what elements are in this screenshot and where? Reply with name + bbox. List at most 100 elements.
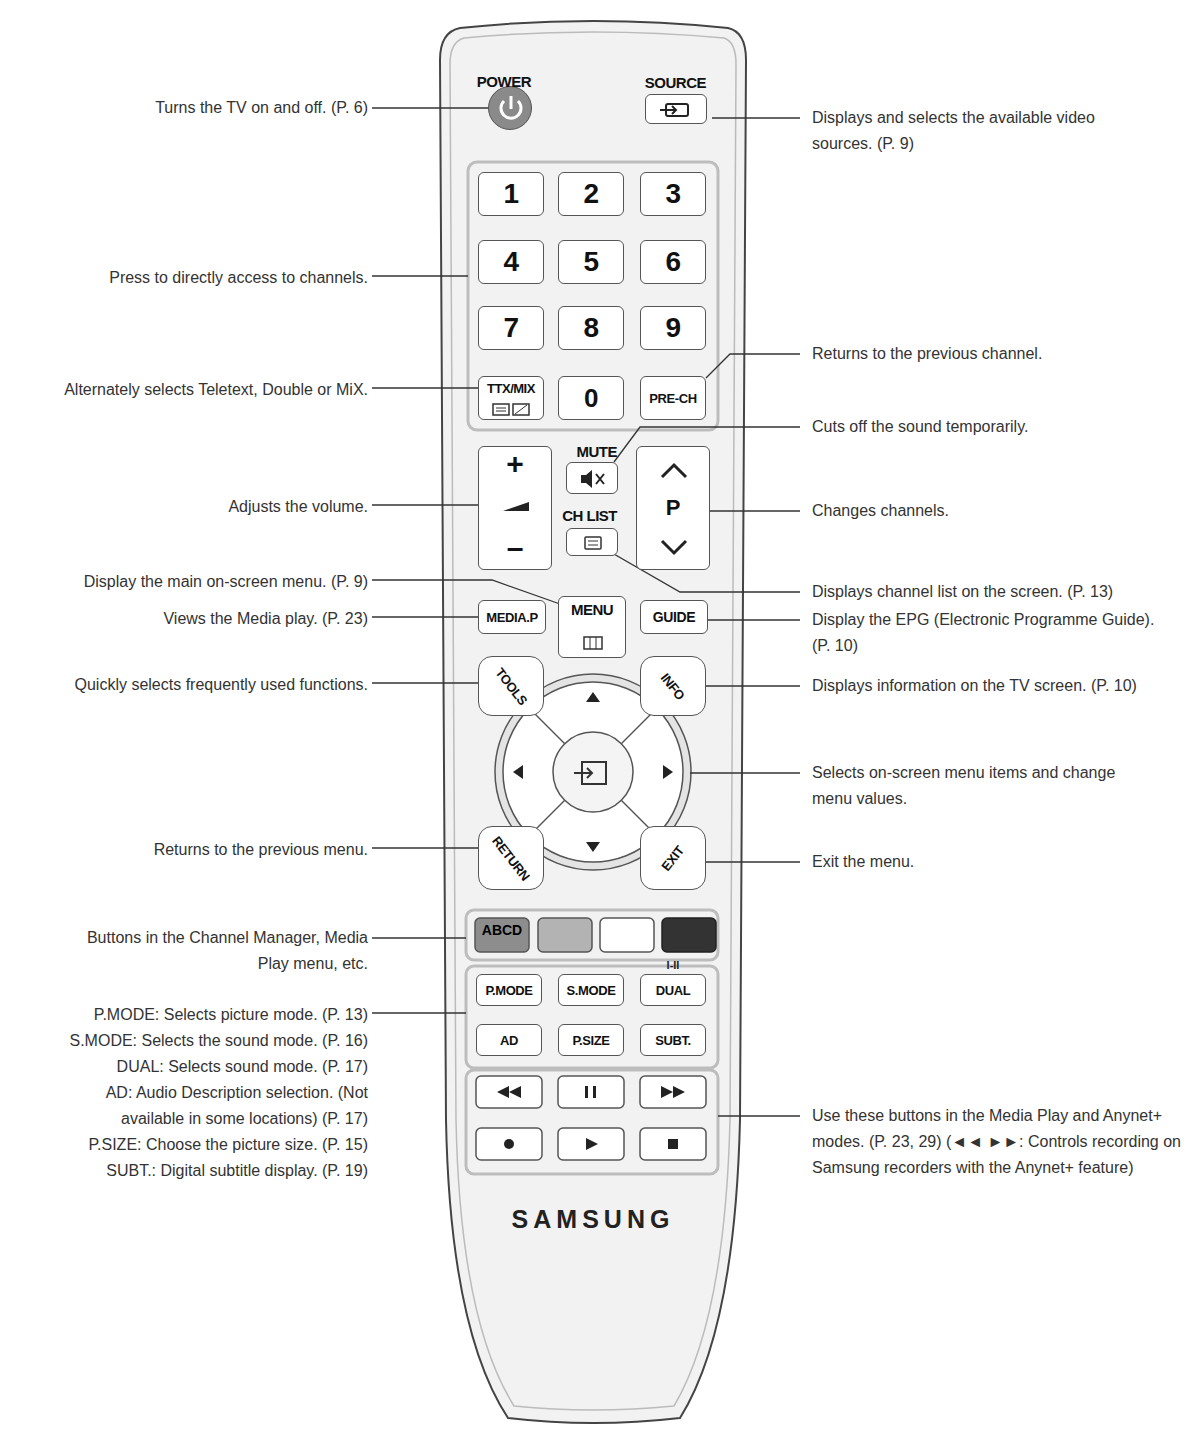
callout-text: Returns to the previous channel.	[812, 341, 1187, 367]
button-label: MENU	[571, 601, 613, 618]
button-marking: I-II	[640, 958, 706, 972]
remote-button: S.MODE	[558, 974, 624, 1006]
remote-button: TOOLS	[478, 656, 544, 716]
button-label: EXIT	[659, 843, 688, 874]
remote-button: P	[636, 446, 710, 570]
callout-text: Displays information on the TV screen. (…	[812, 673, 1190, 699]
button-label: 9	[665, 312, 680, 344]
media-buttons	[476, 1076, 706, 1160]
button-label: PRE-CH	[649, 391, 696, 406]
callout-text: SUBT.: Digital subtitle display. (P. 19)	[8, 1158, 368, 1184]
remote-button: MENU	[558, 596, 626, 658]
button-label: RETURN	[489, 833, 533, 883]
volume-sign: –	[507, 533, 524, 563]
remote-button: GUIDE	[640, 600, 708, 634]
remote-button: POWER	[488, 86, 532, 130]
button-label: INFO	[658, 670, 688, 702]
callout-text: Press to directly access to channels.	[8, 265, 368, 291]
remote-button: 9	[640, 306, 706, 350]
callout-text: S.MODE: Selects the sound mode. (P. 16)	[8, 1028, 368, 1054]
button-label: TTX/MIX	[487, 381, 535, 396]
remote-button: CH LIST	[566, 528, 618, 556]
remote-button: 7	[478, 306, 544, 350]
button-label: P	[666, 495, 680, 521]
callout-text: Use these buttons in the Media Play and …	[812, 1103, 1187, 1181]
callout-text: DUAL: Selects sound mode. (P. 17)	[8, 1054, 368, 1080]
button-caption: POWER	[477, 73, 531, 90]
remote-button: 1	[478, 172, 544, 216]
media-symbols	[497, 1086, 685, 1150]
button-label: 6	[665, 246, 680, 278]
callout-text: Quickly selects frequently used function…	[8, 672, 368, 698]
button-caption: SOURCE	[645, 74, 706, 91]
remote-button: P.MODE	[476, 974, 542, 1006]
button-label: GUIDE	[653, 609, 695, 625]
button-label: 8	[583, 312, 598, 344]
remote-button: P.SIZE	[558, 1024, 624, 1056]
button-label: P.SIZE	[572, 1033, 609, 1048]
callout-text: AD: Audio Description selection. (Not av…	[68, 1080, 368, 1132]
remote-button: TTX/MIX	[478, 376, 544, 420]
button-label: MEDIA.P	[486, 610, 537, 625]
remote-button: 2	[558, 172, 624, 216]
remote-button: +–	[478, 446, 552, 570]
remote-button: EXIT	[640, 826, 706, 890]
brand-logo: SAMSUNG	[440, 1205, 746, 1234]
button-label: 5	[583, 246, 598, 278]
callout-text: Displays and selects the available video…	[812, 105, 1157, 157]
button-label: TOOLS	[492, 665, 530, 708]
media-frame	[466, 1070, 718, 1174]
remote-button: 0	[558, 376, 624, 420]
callout-text: Buttons in the Channel Manager, Media Pl…	[60, 925, 368, 977]
button-label: 0	[584, 383, 598, 414]
callout-text: Views the Media play. (P. 23)	[8, 606, 368, 632]
remote-button: SOURCE	[645, 94, 707, 124]
remote-button: AD	[476, 1024, 542, 1056]
remote-button: MUTE	[566, 462, 618, 494]
button-label: AD	[500, 1033, 518, 1048]
remote-button: MEDIA.P	[478, 600, 546, 634]
callout-text: P.SIZE: Choose the picture size. (P. 15)	[8, 1132, 368, 1158]
button-marking: ABCD	[475, 919, 529, 941]
callout-text: Cuts off the sound temporarily.	[812, 414, 1187, 440]
button-label: P.MODE	[485, 983, 532, 998]
callout-text: Adjusts the volume.	[8, 494, 368, 520]
callout-text: Changes channels.	[812, 498, 1187, 524]
remote-button: SUBT.	[640, 1024, 706, 1056]
callout-text: Turns the TV on and off. (P. 6)	[8, 95, 368, 121]
remote-button: DUAL	[640, 974, 706, 1006]
callout-text: Returns to the previous menu.	[8, 837, 368, 863]
button-label: 3	[665, 178, 680, 210]
blue-button	[662, 918, 716, 952]
remote-button: 8	[558, 306, 624, 350]
callout-text: Alternately selects Teletext, Double or …	[0, 377, 368, 403]
button-label: SUBT.	[655, 1033, 691, 1048]
button-label: 7	[503, 312, 518, 344]
remote-rim	[450, 32, 736, 1410]
green-button	[538, 918, 592, 952]
callout-text: P.MODE: Selects picture mode. (P. 13)	[8, 1002, 368, 1028]
button-caption: MUTE	[577, 443, 618, 460]
button-label: 2	[583, 178, 598, 210]
remote-button: 4	[478, 240, 544, 284]
remote-button: 5	[558, 240, 624, 284]
remote-button: 3	[640, 172, 706, 216]
button-label: DUAL	[656, 983, 691, 998]
remote-button: PRE-CH	[640, 376, 706, 420]
callout-text: Selects on-screen menu items and change …	[812, 760, 1147, 812]
yellow-button	[600, 918, 654, 952]
callout-text: Display the EPG (Electronic Programme Gu…	[812, 607, 1157, 659]
remote-button: 6	[640, 240, 706, 284]
remote-housing: SAMSUNG POWER SOURCE 1 2 3 4 5 6 7 8 9TTX/MIX 0 PRE-C…	[440, 20, 746, 1420]
callout-text: Exit the menu.	[812, 849, 1187, 875]
remote-button: RETURN	[478, 826, 544, 890]
button-label: S.MODE	[567, 983, 616, 998]
remote-body	[440, 21, 746, 1423]
red-button	[475, 918, 529, 952]
numpad-frame	[468, 162, 718, 430]
button-label: 4	[503, 246, 518, 278]
callout-text: Display the main on-screen menu. (P. 9)	[8, 569, 368, 595]
color-frame	[466, 910, 718, 960]
volume-sign: +	[506, 449, 524, 479]
mode-frame	[466, 966, 718, 1068]
